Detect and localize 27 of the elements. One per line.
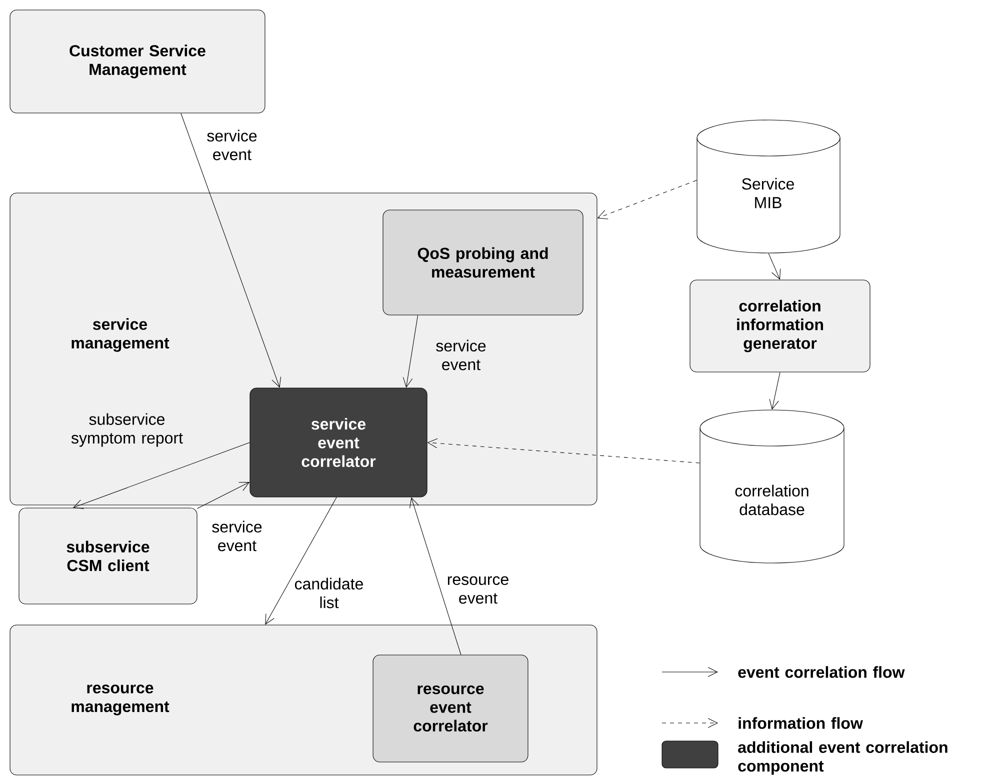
edge-label: candidate list xyxy=(294,578,363,608)
edge-label: resource event xyxy=(448,576,508,604)
arrow xyxy=(180,112,282,388)
arrow xyxy=(769,372,780,410)
database-cylinder: Service MIB xyxy=(696,120,840,254)
arrow xyxy=(768,253,781,280)
arrow xyxy=(265,497,337,625)
arrow xyxy=(597,180,698,220)
process-box: service event correlator xyxy=(250,388,428,498)
arrow xyxy=(410,497,462,656)
legend-text: information flow xyxy=(738,717,863,729)
edge-label: service event xyxy=(207,130,257,160)
process-box: Customer Service Management xyxy=(10,10,266,114)
process-box: resource event correlator xyxy=(372,654,528,762)
arrow xyxy=(72,442,250,509)
arrow xyxy=(427,438,700,464)
process-box: subservice CSM client xyxy=(18,508,198,604)
edge-label: subservice symptom report xyxy=(71,413,183,447)
arrow xyxy=(197,482,250,509)
database-cylinder: correlation database xyxy=(700,410,844,564)
process-box: QoS probing and measurement xyxy=(382,210,584,316)
arrow xyxy=(402,315,418,388)
process-box: correlation information generator xyxy=(690,280,870,372)
edge-label: service event xyxy=(436,340,486,370)
legend-text: additional event correlation component xyxy=(738,741,948,775)
edge-label: service event xyxy=(212,520,262,552)
legend-text: event correlation flow xyxy=(738,666,905,678)
